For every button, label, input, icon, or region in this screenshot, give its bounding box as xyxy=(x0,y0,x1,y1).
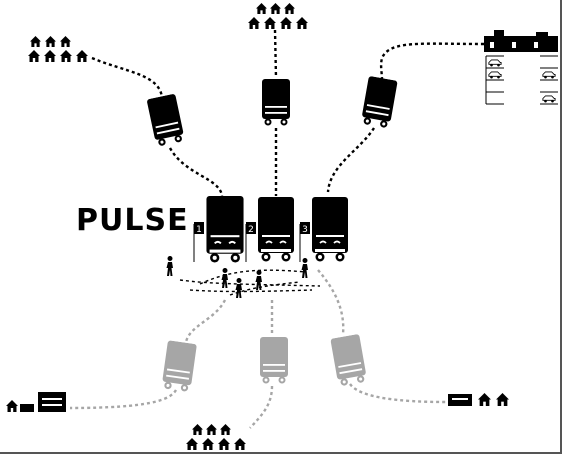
house-icon xyxy=(30,36,41,47)
car-icon xyxy=(488,71,502,79)
bus-icon xyxy=(146,93,186,147)
building-icon xyxy=(38,392,66,412)
bay-sign-1 xyxy=(194,222,204,234)
buildings-bottom-right xyxy=(448,393,509,406)
house-icon xyxy=(248,17,260,29)
inbound-routes xyxy=(69,269,447,429)
house-cluster-bottom-center xyxy=(186,424,246,450)
bay-signs: 1 2 3 xyxy=(193,222,310,262)
house-icon xyxy=(478,393,491,406)
car-icon xyxy=(542,95,556,103)
hub-bus-bay: 1 2 3 xyxy=(193,196,348,264)
route-right-bottom xyxy=(326,127,376,193)
house-icon xyxy=(28,50,40,62)
house-icon xyxy=(280,17,292,29)
house-icon xyxy=(256,3,267,14)
person-icon xyxy=(255,270,262,290)
building-icon xyxy=(484,36,558,52)
bus-icon xyxy=(206,196,244,264)
pedestrians xyxy=(166,256,308,298)
house-icon xyxy=(60,50,72,62)
house-icon xyxy=(496,393,509,406)
route-left-top xyxy=(91,56,164,99)
house-icon xyxy=(202,438,214,450)
route-gray-right-bottom xyxy=(349,383,447,404)
house-icon xyxy=(264,17,276,29)
house-icon xyxy=(60,36,71,47)
person-icon xyxy=(235,278,242,298)
house-icon xyxy=(76,50,88,62)
bus-icon xyxy=(258,196,294,263)
bus-icon xyxy=(260,337,288,384)
house-icon xyxy=(186,438,198,450)
house-icon xyxy=(44,50,56,62)
house-icon xyxy=(220,424,231,435)
bus-icon xyxy=(330,333,368,387)
house-cluster-top-left xyxy=(28,36,88,62)
house-icon xyxy=(192,424,203,435)
house-icon xyxy=(218,438,230,450)
parking-lot xyxy=(485,55,558,105)
bay-sign-2 xyxy=(246,222,256,234)
building-icon xyxy=(20,404,34,412)
bus-icon xyxy=(161,340,197,393)
route-gray-right-top xyxy=(317,269,345,335)
house-icon xyxy=(270,3,281,14)
pedestrian-paths xyxy=(179,269,321,296)
building-parking-top-right xyxy=(484,30,558,105)
house-cluster-top-center xyxy=(248,3,308,29)
house-icon xyxy=(284,3,295,14)
bus-icon xyxy=(262,79,290,126)
bay-sign-3 xyxy=(300,222,310,234)
route-gray-left-top xyxy=(184,299,227,343)
house-icon xyxy=(6,400,18,412)
route-left-bottom xyxy=(168,147,224,197)
person-icon xyxy=(301,258,308,278)
diagram-title: PULSE xyxy=(76,203,189,238)
outbound-routes xyxy=(91,29,485,197)
bay-number: 3 xyxy=(302,225,308,235)
route-gray-left-bottom xyxy=(69,389,178,410)
person-icon xyxy=(166,256,173,276)
route-center-top xyxy=(273,29,278,79)
house-icon xyxy=(296,17,308,29)
bus-icon xyxy=(312,196,348,263)
person-icon xyxy=(221,268,228,288)
buildings-bottom-left xyxy=(6,392,66,412)
route-gray-center-bottom xyxy=(249,385,274,429)
bay-number: 2 xyxy=(248,225,254,235)
car-icon xyxy=(542,71,556,79)
route-right-top xyxy=(379,42,485,81)
house-icon xyxy=(45,36,56,47)
house-icon xyxy=(206,424,217,435)
bay-number: 1 xyxy=(196,225,202,235)
bus-icon xyxy=(360,75,398,129)
house-icon xyxy=(234,438,246,450)
car-icon xyxy=(488,59,502,67)
